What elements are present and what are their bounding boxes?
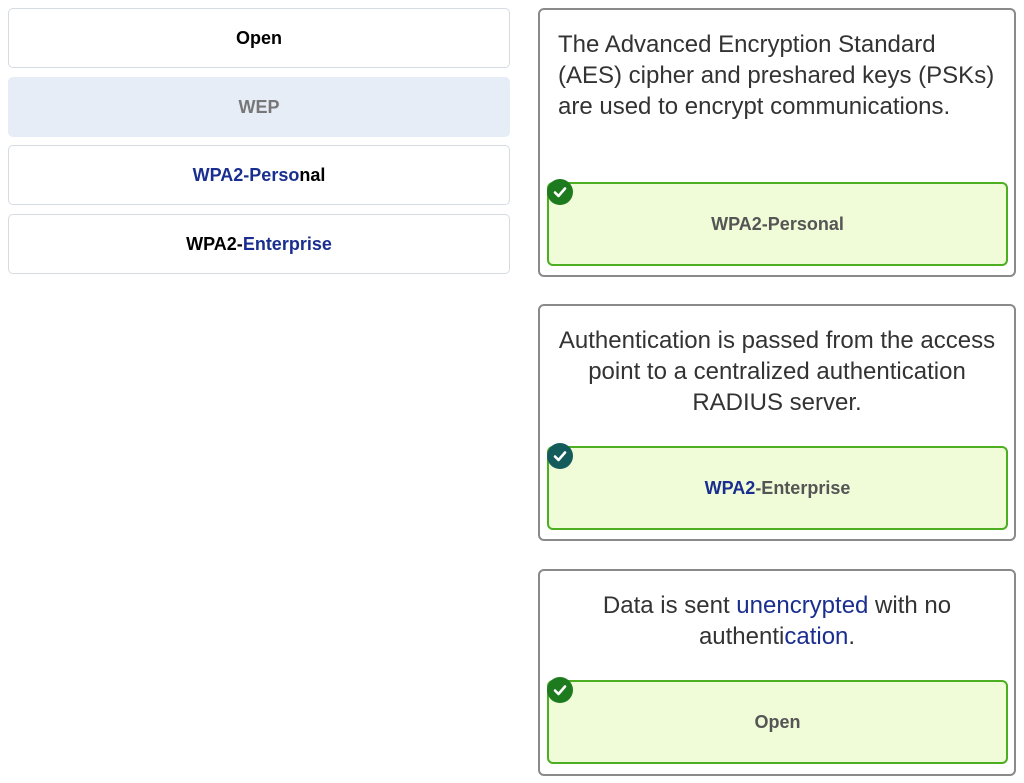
option-label: WPA2-Enterprise	[186, 233, 332, 254]
drop-zone[interactable]: WPA2-Enterprise	[547, 443, 1008, 530]
option-wpa2-enterprise[interactable]: WPA2-Enterprise	[8, 214, 510, 274]
dropped-answer: Open	[754, 711, 801, 732]
checkmark-circle-icon	[547, 443, 573, 469]
dropped-answer: WPA2-Personal	[711, 213, 844, 234]
checkmark-circle-icon	[547, 677, 573, 703]
option-label: WPA2-Personal	[192, 164, 326, 185]
match-description: Authentication is passed from the access…	[558, 327, 996, 416]
match-card-3: Data is sent unencrypted with no authent…	[538, 569, 1016, 776]
option-open[interactable]: Open	[8, 8, 510, 68]
drop-zone[interactable]: WPA2-Personal	[547, 179, 1008, 266]
match-description: The Advanced Encryption Standard (AES) c…	[558, 31, 995, 120]
option-wep[interactable]: WEP	[8, 77, 510, 137]
option-wpa2-personal[interactable]: WPA2-Personal	[8, 145, 510, 205]
match-description: Data is sent unencrypted with no authent…	[602, 592, 952, 650]
dropped-answer: WPA2-Enterprise	[704, 477, 851, 498]
option-label: WEP	[238, 96, 280, 117]
drop-zone[interactable]: Open	[547, 677, 1008, 764]
match-card-2: Authentication is passed from the access…	[538, 304, 1016, 541]
option-label: Open	[235, 27, 282, 48]
match-card-1: The Advanced Encryption Standard (AES) c…	[538, 8, 1016, 277]
checkmark-circle-icon	[547, 179, 573, 205]
